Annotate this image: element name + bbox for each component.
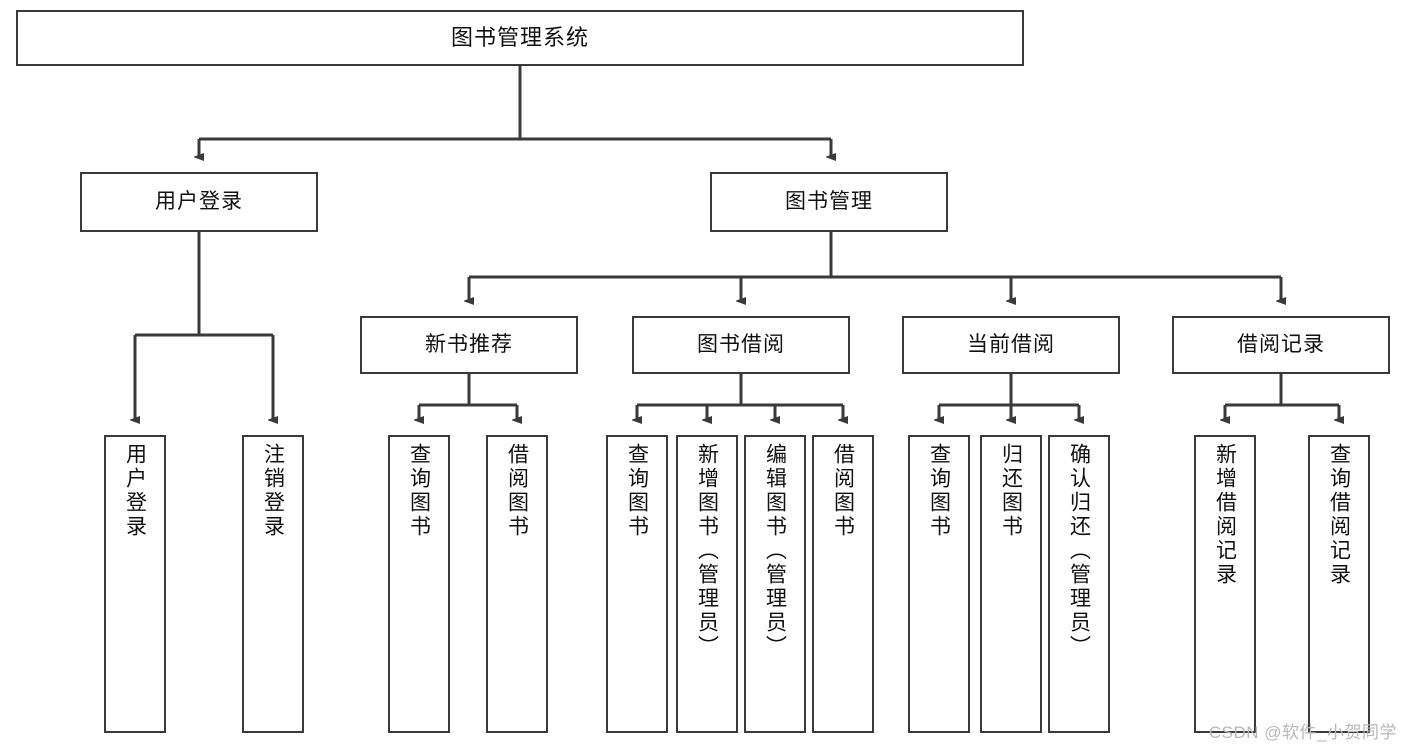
- node-leaf-confirm-return-admin-label: 确认归还（管理员）: [1067, 443, 1091, 659]
- node-book-management-label: 图书管理: [785, 189, 873, 213]
- node-user-login[interactable]: 用户登录: [80, 172, 318, 232]
- node-leaf-add-book-admin[interactable]: 新增图书（管理员）: [676, 435, 738, 733]
- node-root[interactable]: 图书管理系统: [16, 10, 1024, 66]
- node-leaf-borrow-book-2[interactable]: 借阅图书: [812, 435, 874, 733]
- node-leaf-query-book-2[interactable]: 查询图书: [606, 435, 668, 733]
- node-leaf-query-book-1-label: 查询图书: [407, 443, 431, 539]
- node-leaf-edit-book-admin[interactable]: 编辑图书（管理员）: [744, 435, 806, 733]
- node-new-book-recommend-label: 新书推荐: [425, 332, 513, 356]
- node-book-borrow[interactable]: 图书借阅: [632, 316, 850, 374]
- node-leaf-user-login-label: 用户登录: [123, 443, 147, 539]
- node-book-borrow-label: 图书借阅: [697, 332, 785, 356]
- node-leaf-query-borrow-record[interactable]: 查询借阅记录: [1308, 435, 1370, 733]
- node-leaf-return-book-label: 归还图书: [999, 443, 1023, 539]
- node-leaf-borrow-book-2-label: 借阅图书: [831, 443, 855, 539]
- node-borrow-record[interactable]: 借阅记录: [1172, 316, 1390, 374]
- node-leaf-query-book-2-label: 查询图书: [625, 443, 649, 539]
- node-leaf-borrow-book-1[interactable]: 借阅图书: [486, 435, 548, 733]
- node-leaf-return-book[interactable]: 归还图书: [980, 435, 1042, 733]
- node-user-login-label: 用户登录: [155, 189, 243, 213]
- node-leaf-add-borrow-record[interactable]: 新增借阅记录: [1194, 435, 1256, 733]
- node-leaf-query-book-3-label: 查询图书: [927, 443, 951, 539]
- node-leaf-borrow-book-1-label: 借阅图书: [505, 443, 529, 539]
- node-leaf-logout[interactable]: 注销登录: [242, 435, 304, 733]
- node-leaf-query-book-3[interactable]: 查询图书: [908, 435, 970, 733]
- node-leaf-user-login[interactable]: 用户登录: [104, 435, 166, 733]
- node-current-borrow[interactable]: 当前借阅: [902, 316, 1120, 374]
- node-leaf-edit-book-admin-label: 编辑图书（管理员）: [763, 443, 787, 659]
- node-new-book-recommend[interactable]: 新书推荐: [360, 316, 578, 374]
- node-borrow-record-label: 借阅记录: [1237, 332, 1325, 356]
- node-leaf-confirm-return-admin[interactable]: 确认归还（管理员）: [1048, 435, 1110, 733]
- node-leaf-logout-label: 注销登录: [261, 443, 285, 539]
- node-book-management[interactable]: 图书管理: [710, 172, 948, 232]
- node-current-borrow-label: 当前借阅: [967, 332, 1055, 356]
- node-leaf-query-borrow-record-label: 查询借阅记录: [1327, 443, 1351, 587]
- node-leaf-query-book-1[interactable]: 查询图书: [388, 435, 450, 733]
- node-leaf-add-book-admin-label: 新增图书（管理员）: [695, 443, 719, 659]
- node-leaf-add-borrow-record-label: 新增借阅记录: [1213, 443, 1237, 587]
- node-root-label: 图书管理系统: [450, 25, 589, 51]
